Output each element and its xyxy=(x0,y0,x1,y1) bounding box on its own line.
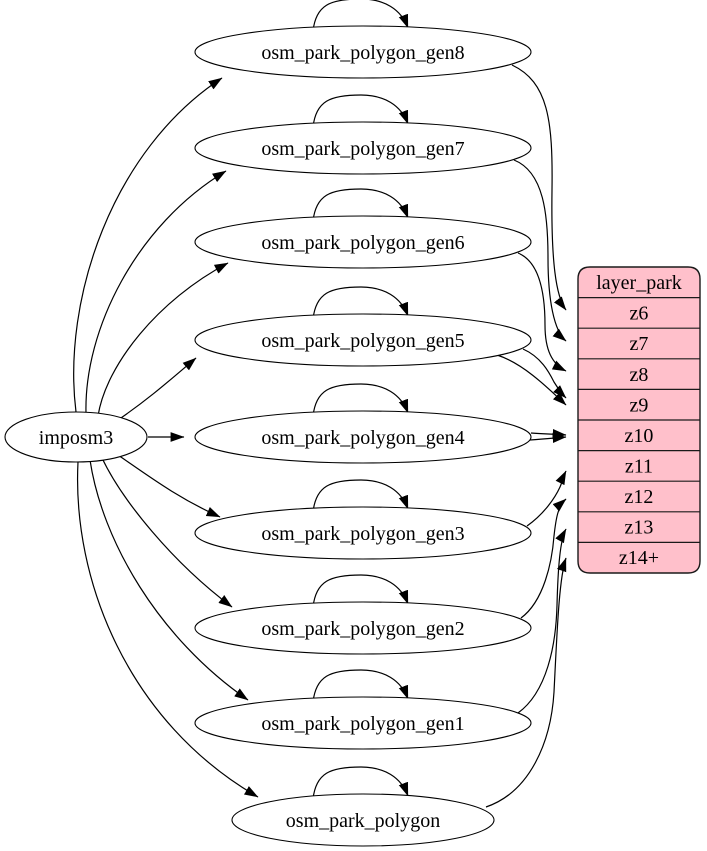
edge-imposm3-to-gen7 xyxy=(85,170,227,414)
node-osm-park-polygon: osm_park_polygon xyxy=(231,793,495,847)
self-loop-gen2 xyxy=(312,574,409,608)
imposm3-ellipse xyxy=(4,411,148,463)
edge-imposm3-to-gen1 xyxy=(89,459,249,701)
self-loop-gen5 xyxy=(312,286,409,320)
gen7-label: osm_park_polygon_gen7 xyxy=(261,138,464,160)
gen3-label: osm_park_polygon_gen3 xyxy=(261,523,464,545)
edge-imposm3-to-polygon xyxy=(76,461,259,798)
self-loop-gen1 xyxy=(312,669,409,703)
zoom-row-z6: z6 xyxy=(630,303,649,325)
edge-imposm3-to-gen5 xyxy=(117,357,197,421)
gen4-label: osm_park_polygon_gen4 xyxy=(261,427,464,449)
polygon-ellipse xyxy=(231,793,495,847)
gen1-label: osm_park_polygon_gen1 xyxy=(261,713,464,735)
gen7-ellipse xyxy=(194,121,532,175)
gen8-label: osm_park_polygon_gen8 xyxy=(261,42,464,64)
zoom-row-z7: z7 xyxy=(630,333,649,355)
edges-to-layer xyxy=(485,64,567,808)
zoom-row-z10: z10 xyxy=(625,425,654,447)
node-osm-park-polygon-gen4: osm_park_polygon_gen4 xyxy=(194,410,532,464)
edge-imposm3-to-gen3 xyxy=(117,454,221,518)
imposm3-label: imposm3 xyxy=(39,427,113,449)
zoom-row-z12: z12 xyxy=(625,486,654,508)
layer-park-row-dividers xyxy=(578,297,700,544)
node-osm-park-polygon-gen2: osm_park_polygon_gen2 xyxy=(194,601,532,655)
self-loop-gen4 xyxy=(312,383,409,417)
self-loop-polygon xyxy=(312,766,409,800)
edge-imposm3-to-gen2 xyxy=(101,457,233,608)
gen6-label: osm_park_polygon_gen6 xyxy=(261,232,464,254)
node-osm-park-polygon-gen8: osm_park_polygon_gen8 xyxy=(194,25,532,79)
zoom-row-z9: z9 xyxy=(630,395,649,417)
zoom-row-z8: z8 xyxy=(630,364,649,386)
edge-imposm3-to-gen6 xyxy=(97,262,229,417)
layer-park-title: layer_park xyxy=(596,272,682,294)
edge-gen8-to-z6 xyxy=(511,64,567,311)
self-loop-gen7 xyxy=(312,94,409,128)
gen2-ellipse xyxy=(194,601,532,655)
edge-imposm3-to-gen8 xyxy=(73,77,223,413)
edge-gen6-to-z8 xyxy=(517,252,567,372)
node-osm-park-polygon-gen1: osm_park_polygon_gen1 xyxy=(194,696,532,750)
gen6-ellipse xyxy=(194,215,532,269)
edge-gen1-to-z13 xyxy=(517,528,567,714)
gen1-ellipse xyxy=(194,696,532,750)
zoom-row-z11: z11 xyxy=(625,456,653,478)
self-loop-gen3 xyxy=(312,479,409,513)
gen5-label: osm_park_polygon_gen5 xyxy=(261,330,464,352)
edge-polygon-to-z14plus xyxy=(485,557,567,808)
node-osm-park-polygon-gen3: osm_park_polygon_gen3 xyxy=(194,506,532,560)
edge-gen3-to-z11 xyxy=(526,470,567,527)
edge-gen5-to-z9-second xyxy=(496,354,567,406)
polygon-label: osm_park_polygon xyxy=(286,810,440,832)
self-loop-edges xyxy=(312,0,409,800)
gen5-ellipse xyxy=(194,313,532,367)
node-layer-park: layer_park z6 z7 z8 z9 z10 z11 z12 z13 z… xyxy=(577,266,701,574)
edge-gen4-to-z10-second xyxy=(529,433,567,443)
gen2-label: osm_park_polygon_gen2 xyxy=(261,618,464,640)
node-osm-park-polygon-gen7: osm_park_polygon_gen7 xyxy=(194,121,532,175)
node-osm-park-polygon-gen5: osm_park_polygon_gen5 xyxy=(194,313,532,367)
gen3-ellipse xyxy=(194,506,532,560)
self-loop-gen8 xyxy=(312,0,409,32)
zoom-row-z13: z13 xyxy=(625,517,654,539)
gen8-ellipse xyxy=(194,25,532,79)
node-imposm3: imposm3 xyxy=(4,411,148,463)
edge-gen4-to-z10 xyxy=(530,429,567,439)
node-osm-park-polygon-gen6: osm_park_polygon_gen6 xyxy=(194,215,532,269)
gen4-ellipse xyxy=(194,410,532,464)
zoom-row-z14plus: z14+ xyxy=(619,547,659,569)
edges-from-source xyxy=(73,77,259,798)
edge-gen2-to-z12 xyxy=(520,498,567,619)
self-loop-gen6 xyxy=(312,188,409,222)
edge-gen7-to-z7 xyxy=(513,159,567,342)
